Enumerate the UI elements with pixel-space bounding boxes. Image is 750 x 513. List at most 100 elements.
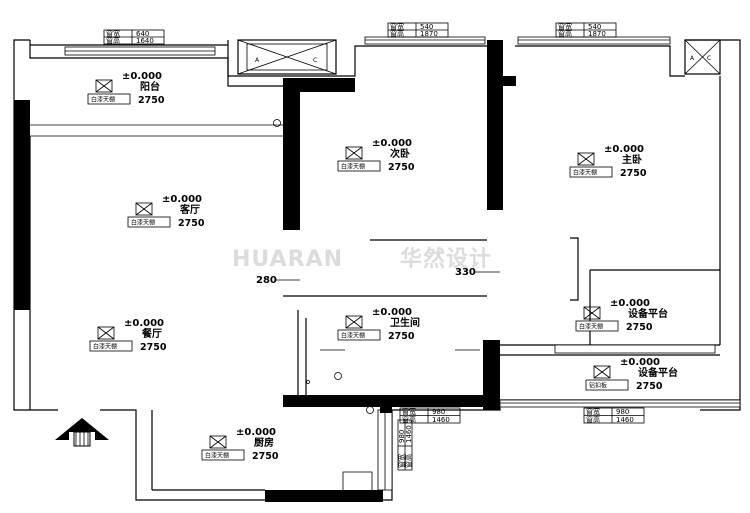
kitchen-door <box>342 471 373 490</box>
watermark-cn: 华然设计 <box>400 246 492 272</box>
room-level: ±0.000 <box>122 71 162 82</box>
svg-text:1640: 1640 <box>136 37 154 45</box>
ceiling-tag-box <box>585 379 629 391</box>
ceiling-height: 2750 <box>138 95 165 106</box>
entrance-arrow-icon <box>55 418 109 447</box>
ceiling-tag-box <box>575 320 619 332</box>
ceiling-tag-box <box>337 329 381 341</box>
dimension-labels: 280 330 <box>256 267 500 286</box>
room-name: 厨房 <box>254 436 274 449</box>
svg-text:1460: 1460 <box>405 425 413 443</box>
window-spec-2: 窗宽 540 窗高 1870 <box>387 22 449 38</box>
ceiling-light-icon <box>577 152 595 166</box>
ceiling-light-icon <box>209 435 227 449</box>
fixtures <box>273 119 374 414</box>
svg-text:540: 540 <box>420 23 433 31</box>
room-name: 设备平台 <box>638 366 678 379</box>
ceiling-height: 2750 <box>626 322 653 333</box>
ceiling-material: 白漆天棚 <box>91 96 115 104</box>
room-level: ±0.000 <box>162 194 202 205</box>
svg-text:窗高: 窗高 <box>586 415 600 424</box>
svg-text:980: 980 <box>432 408 445 416</box>
ceiling-tag-box <box>569 166 613 178</box>
svg-text:980: 980 <box>616 408 629 416</box>
watermark-latin: HUARAN <box>232 247 343 272</box>
room-name: 设备平台 <box>628 307 668 320</box>
room-level: ±0.000 <box>604 144 644 155</box>
svg-text:窗高: 窗高 <box>558 29 572 38</box>
ceiling-material: 白漆天棚 <box>579 323 603 331</box>
room-level: ±0.000 <box>124 318 164 329</box>
ceiling-height: 2750 <box>388 162 415 173</box>
ceiling-light-icon <box>345 146 363 160</box>
room-level: ±0.000 <box>620 357 660 368</box>
svg-text:窗高: 窗高 <box>402 415 416 424</box>
ceiling-tag-box <box>89 340 133 352</box>
room-name: 客厅 <box>179 203 200 216</box>
dimension-left: 280 <box>256 275 277 286</box>
svg-text:980: 980 <box>398 430 406 443</box>
ceiling-height: 2750 <box>620 168 647 179</box>
ceiling-material: 白漆天棚 <box>205 452 229 460</box>
svg-text:1870: 1870 <box>588 30 606 38</box>
ceiling-material: 白漆天棚 <box>341 163 365 171</box>
room-level: ±0.000 <box>236 427 276 438</box>
room-level: ±0.000 <box>372 307 412 318</box>
ceiling-light-icon <box>95 79 113 93</box>
outline-walls <box>13 39 741 501</box>
dimension-right: 330 <box>455 267 476 278</box>
ceiling-tag-box <box>337 160 381 172</box>
ceiling-height: 2750 <box>140 342 167 353</box>
ceiling-tag-box <box>127 216 171 228</box>
ceiling-light-icon <box>97 326 115 340</box>
window-spec-4: 窗宽 980 窗高 1460 <box>399 407 461 424</box>
ceiling-height: 2750 <box>252 451 279 462</box>
svg-text:640: 640 <box>136 30 149 38</box>
svg-text:窗宽: 窗宽 <box>402 407 416 416</box>
room-name: 主卧 <box>622 153 642 166</box>
room-level: ±0.000 <box>610 298 650 309</box>
svg-text:窗高: 窗高 <box>404 454 413 468</box>
window-spec-kitchen: 窗宽 980 窗高 1460 <box>397 419 413 471</box>
window-spec-1: 窗宽 640 窗高 1640 <box>103 29 165 45</box>
window-spec-3: 窗宽 540 窗高 1870 <box>555 22 617 38</box>
svg-text:窗高: 窗高 <box>390 29 404 38</box>
ceiling-material: 白漆天棚 <box>131 219 155 227</box>
ceiling-light-icon <box>593 365 611 379</box>
ac-letter: C <box>313 57 317 64</box>
room-name: 阳台 <box>140 80 160 93</box>
svg-text:窗宽: 窗宽 <box>397 454 406 468</box>
ceiling-tag-box <box>87 93 131 105</box>
ceiling-light-icon <box>135 202 153 216</box>
thick-walls <box>14 40 516 502</box>
svg-text:1460: 1460 <box>432 416 450 424</box>
svg-text:窗高: 窗高 <box>106 36 120 45</box>
ceiling-height: 2750 <box>178 218 205 229</box>
ceiling-tag-box <box>201 449 245 461</box>
ceiling-height: 2750 <box>636 381 663 392</box>
ac-letter: A <box>255 57 260 64</box>
ceiling-material: 白漆天棚 <box>93 343 117 351</box>
svg-text:窗宽: 窗宽 <box>390 22 404 31</box>
ceiling-height: 2750 <box>388 331 415 342</box>
room-level: ±0.000 <box>372 138 412 149</box>
svg-text:窗宽: 窗宽 <box>586 407 600 416</box>
window-strips <box>64 36 741 491</box>
ceiling-light-icon <box>345 315 363 329</box>
room-name: 卫生间 <box>390 316 420 329</box>
room-name: 餐厅 <box>141 327 162 340</box>
svg-text:1870: 1870 <box>420 30 438 38</box>
ceiling-material: 铝扣板 <box>589 382 607 390</box>
ac-unit-right: A C <box>684 39 721 75</box>
svg-text:1460: 1460 <box>616 416 634 424</box>
svg-text:540: 540 <box>588 23 601 31</box>
